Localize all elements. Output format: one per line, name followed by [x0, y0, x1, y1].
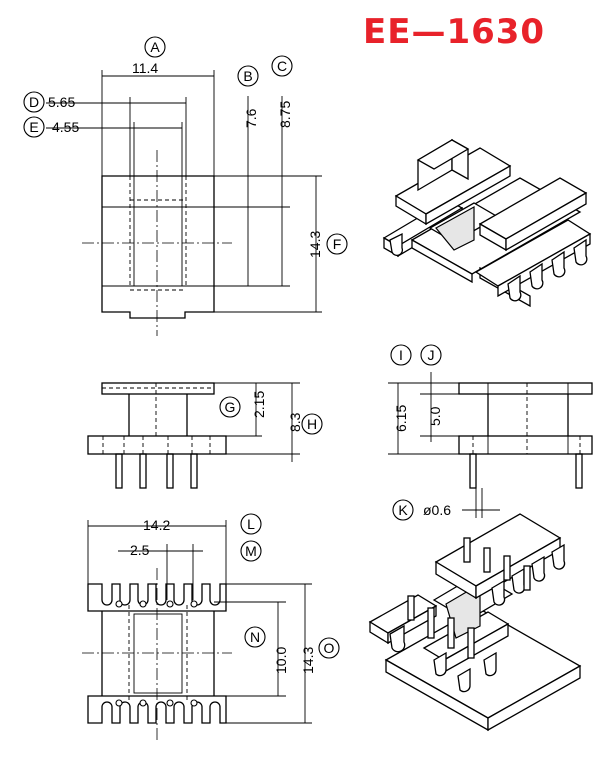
dim-j-value: 5.0: [427, 406, 443, 426]
marker-d-label: D: [29, 94, 39, 110]
marker-d: D: [23, 91, 45, 113]
marker-f-label: F: [333, 236, 342, 252]
marker-k-label: K: [398, 502, 408, 518]
marker-i: I: [390, 344, 412, 366]
marker-g-label: G: [225, 399, 236, 415]
dim-c-value: 8.75: [277, 101, 293, 128]
marker-b: B: [237, 65, 259, 87]
isometric-view-bottom: [368, 513, 582, 732]
dim-a-value: 11.4: [132, 60, 158, 76]
dim-k-value: ø0.6: [423, 502, 451, 518]
dim-h-value: 8.3: [287, 412, 303, 432]
marker-e-label: E: [29, 119, 38, 135]
marker-a-label: A: [150, 39, 160, 55]
marker-l: L: [240, 513, 262, 535]
dim-o-value: 14.3: [300, 647, 316, 674]
marker-h: H: [301, 413, 323, 435]
marker-m-label: M: [245, 543, 257, 559]
marker-n: N: [244, 626, 266, 648]
marker-n-label: N: [250, 629, 260, 645]
marker-e: E: [23, 116, 45, 138]
dim-l-value: 14.2: [143, 517, 170, 533]
dim-d-value: 5.65: [48, 94, 75, 110]
marker-l-label: L: [247, 516, 255, 532]
part-number-title: EE—1630: [363, 12, 546, 52]
marker-g: G: [219, 396, 241, 418]
marker-h-label: H: [307, 416, 317, 432]
marker-o: O: [318, 637, 340, 659]
marker-c: C: [271, 55, 293, 77]
marker-m: M: [240, 540, 262, 562]
marker-c-label: C: [277, 58, 287, 74]
dim-b-value: 7.6: [243, 108, 259, 128]
marker-j-label: J: [428, 347, 435, 363]
marker-b-label: B: [243, 68, 252, 84]
marker-i-label: I: [399, 347, 403, 363]
dim-n-value: 10.0: [273, 647, 289, 674]
marker-a: A: [144, 36, 166, 58]
bottom-view: [82, 520, 312, 742]
isometric-view-top: [382, 138, 592, 308]
marker-f: F: [326, 233, 348, 255]
front-view: [87, 382, 300, 489]
side-view: [388, 372, 593, 518]
marker-k: K: [392, 499, 414, 521]
dim-i-value: 6.15: [393, 405, 409, 432]
dim-f-value: 14.3: [307, 231, 323, 258]
top-view: [46, 70, 322, 336]
marker-j: J: [420, 344, 442, 366]
dim-g-value: 2.15: [251, 391, 267, 418]
dim-e-value: 4.55: [52, 119, 79, 135]
marker-o-label: O: [324, 640, 335, 656]
dim-m-value: 2.5: [130, 542, 150, 558]
